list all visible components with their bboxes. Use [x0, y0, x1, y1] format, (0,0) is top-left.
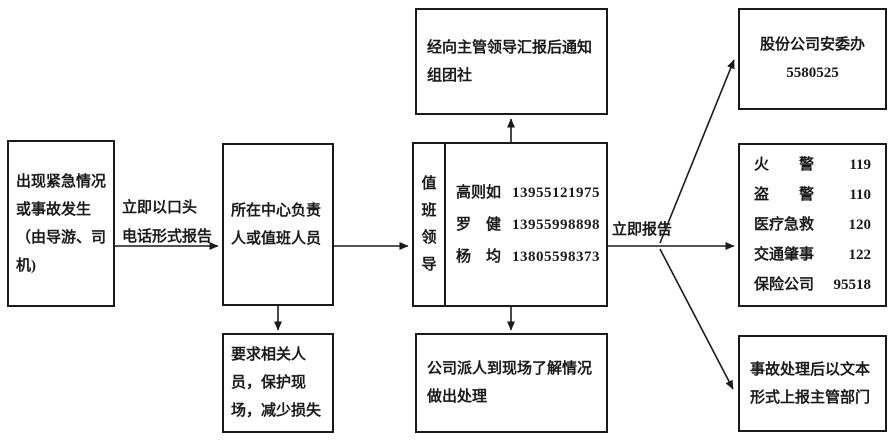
emergency-number: 95518 — [833, 277, 872, 293]
center-staff-text: 所在中心负责人或值班人员 — [231, 202, 322, 247]
incident-box: 出现紧急情况或事故发生（由导游、司机) — [7, 140, 115, 307]
safety-office-phone: 5580525 — [786, 65, 839, 81]
oral-report-label-line1: 立即以口头 — [122, 200, 198, 216]
duty-leader-box: 值班领导 高则如 13955121975 罗 健 13955998898 杨 均… — [412, 142, 608, 307]
safety-office-name: 股份公司安委办 — [759, 37, 865, 53]
center-staff-box: 所在中心负责人或值班人员 — [222, 143, 334, 306]
connector-duty-to-superior — [659, 248, 734, 390]
incident-text: 出现紧急情况或事故发生（由导游、司机) — [16, 173, 107, 274]
contact-name: 杨 均 — [456, 248, 502, 265]
contact-row: 高则如 13955121975 — [456, 177, 600, 209]
duty-leader-side-column: 值班领导 — [414, 144, 446, 305]
notify-group-text: 经向主管领导汇报后通知组团社 — [427, 39, 593, 84]
emergency-row: 火 警 119 — [754, 150, 871, 180]
oral-report-label-line2: 电话形式报告 — [122, 229, 213, 245]
emergency-row: 盗 警 110 — [754, 180, 871, 210]
protect-scene-text: 要求相关人员，保护现场，减少损失 — [231, 347, 322, 419]
report-superior-text: 事故处理后以文本形式上报主管部门 — [750, 361, 871, 406]
oral-report-label: 立即以口头 电话形式报告 — [122, 194, 212, 252]
contact-phone: 13955998898 — [512, 216, 600, 233]
emergency-number: 120 — [848, 217, 872, 233]
emergency-label: 盗 警 — [754, 187, 815, 203]
emergency-label: 火 警 — [754, 157, 815, 173]
report-superior-box: 事故处理后以文本形式上报主管部门 — [738, 335, 887, 432]
emergency-numbers-box: 火 警 119 盗 警 110 医疗急救 120 交通肇事 122 保险公司 9… — [738, 143, 887, 307]
emergency-label: 保险公司 — [754, 277, 815, 293]
emergency-label: 医疗急救 — [754, 217, 815, 233]
safety-office-box: 股份公司安委办 5580525 — [738, 8, 887, 110]
protect-scene-box: 要求相关人员，保护现场，减少损失 — [222, 333, 334, 433]
dispatch-box: 公司派人到现场了解情况做出处理 — [415, 333, 608, 433]
immediate-report-label: 立即报告 — [612, 222, 673, 238]
duty-leader-side-label: 值班领导 — [421, 175, 437, 273]
emergency-number: 119 — [849, 157, 871, 173]
contact-phone: 13805598373 — [512, 248, 600, 265]
emergency-number: 110 — [849, 187, 871, 203]
duty-leader-contact-list: 高则如 13955121975 罗 健 13955998898 杨 均 1380… — [446, 144, 606, 305]
emergency-row: 医疗急救 120 — [754, 210, 871, 240]
emergency-row: 保险公司 95518 — [754, 270, 871, 300]
emergency-label: 交通肇事 — [754, 247, 815, 263]
emergency-row: 交通肇事 122 — [754, 240, 871, 270]
contact-row: 杨 均 13805598373 — [456, 241, 600, 273]
contact-name: 罗 健 — [456, 216, 502, 233]
contact-phone: 13955121975 — [512, 184, 600, 201]
contact-name: 高则如 — [456, 184, 502, 201]
contact-row: 罗 健 13955998898 — [456, 209, 600, 241]
emergency-number: 122 — [848, 247, 872, 263]
dispatch-text: 公司派人到现场了解情况做出处理 — [427, 361, 593, 405]
notify-group-box: 经向主管领导汇报后通知组团社 — [415, 8, 608, 115]
